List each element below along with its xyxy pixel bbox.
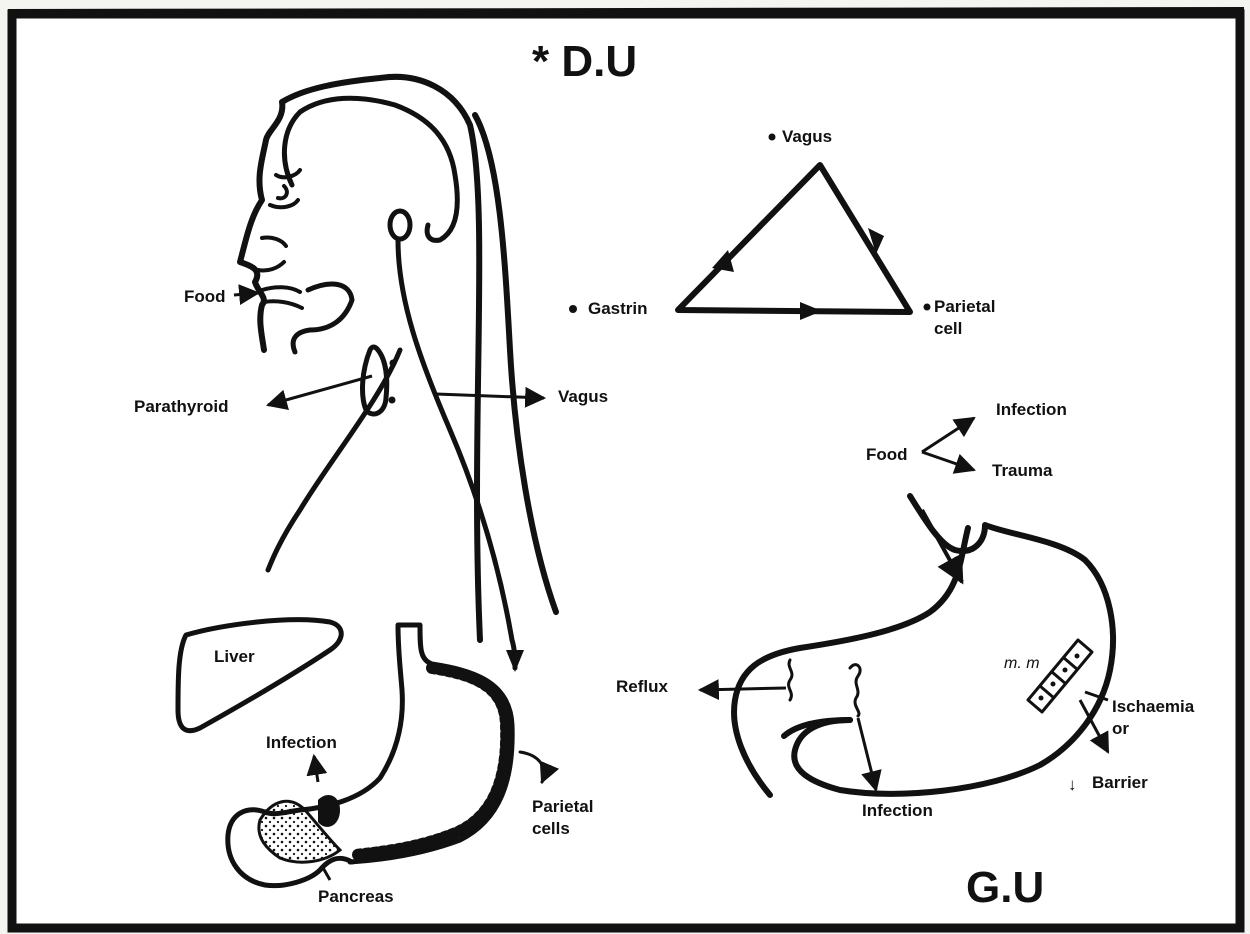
label-barrier: Barrier xyxy=(1092,773,1148,792)
triangle-dot-vagus xyxy=(769,134,776,141)
du-title: * D.U xyxy=(532,37,637,86)
label-pancreas: Pancreas xyxy=(318,887,394,906)
label-vagus: Vagus xyxy=(558,387,608,406)
label-triangle-parietal-2: cell xyxy=(934,319,962,338)
triangle-dot-gastrin xyxy=(569,305,577,313)
label-gu-trauma: Trauma xyxy=(992,461,1053,480)
label-gu-infection-top: Infection xyxy=(996,400,1067,419)
gu-title: G.U xyxy=(966,863,1044,912)
label-reflux: Reflux xyxy=(616,677,669,696)
parathyroid-dot-1 xyxy=(390,360,397,367)
label-triangle-vagus: Vagus xyxy=(782,127,832,146)
label-triangle-parietal-1: Parietal xyxy=(934,297,995,316)
label-parietal-cells-1: Parietal xyxy=(532,797,593,816)
ladder-dot-4 xyxy=(1075,654,1080,659)
ladder-dot-2 xyxy=(1051,682,1056,687)
triangle-dot-parietal xyxy=(924,304,931,311)
label-ischaemia-2: or xyxy=(1112,719,1129,738)
ladder-dot-1 xyxy=(1039,696,1044,701)
label-barrier-symbol: ↓ xyxy=(1068,775,1077,794)
label-gu-food: Food xyxy=(866,445,908,464)
label-parietal-cells-2: cells xyxy=(532,819,570,838)
label-infection-du: Infection xyxy=(266,733,337,752)
reflux-arrow xyxy=(700,688,786,690)
label-parathyroid: Parathyroid xyxy=(134,397,228,416)
label-food: Food xyxy=(184,287,226,306)
frame-top-edge xyxy=(8,10,1244,12)
outer-frame xyxy=(12,14,1240,928)
label-liver: Liver xyxy=(214,647,255,666)
label-mm: m. m xyxy=(1004,655,1040,672)
parathyroid-dot-2 xyxy=(389,397,396,404)
ladder-dot-3 xyxy=(1063,668,1068,673)
label-triangle-gastrin: Gastrin xyxy=(588,299,648,318)
label-ischaemia-1: Ischaemia xyxy=(1112,697,1195,716)
label-gu-infection-bottom: Infection xyxy=(862,801,933,820)
food-arrow xyxy=(234,293,258,295)
